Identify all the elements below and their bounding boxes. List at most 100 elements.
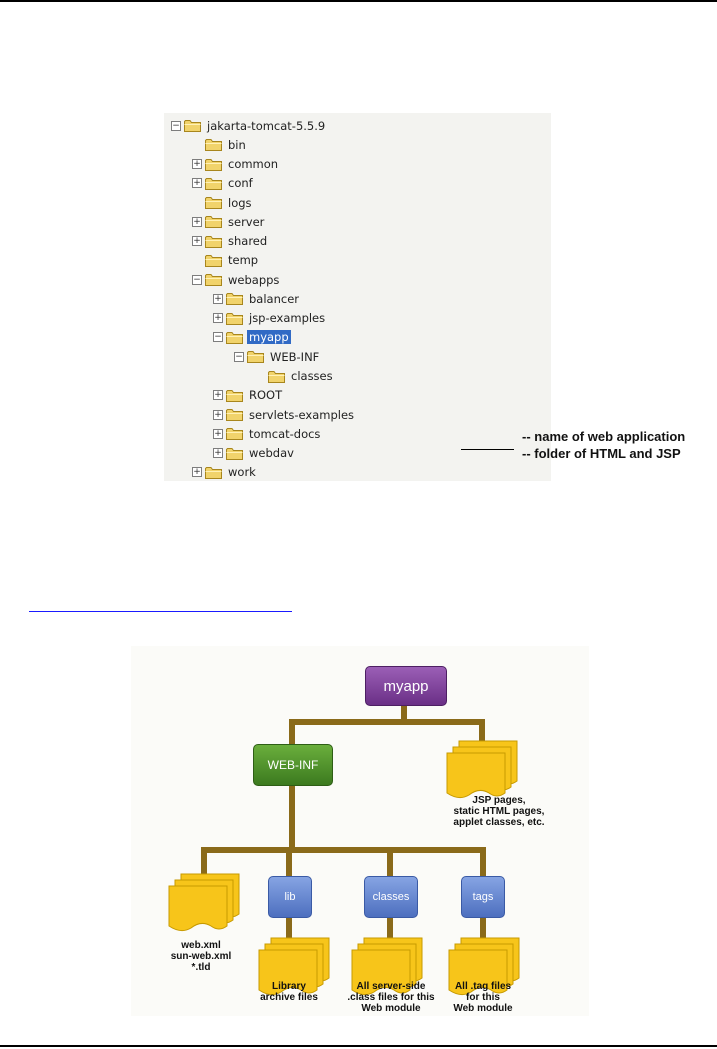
collapse-icon[interactable]: −: [213, 332, 223, 343]
folder-icon: [205, 254, 222, 267]
tags-node-label: tags: [472, 891, 494, 903]
tree-item[interactable]: + shared: [192, 233, 269, 250]
tree-item-label: shared: [228, 234, 268, 249]
folder-icon: [205, 273, 222, 287]
classes-node: classes: [364, 876, 418, 918]
expand-icon[interactable]: +: [213, 390, 223, 401]
folder-icon: [205, 177, 222, 190]
tags-node: tags: [461, 876, 505, 918]
collapse-icon[interactable]: −: [234, 351, 244, 362]
tree-item[interactable]: + tomcat-docs: [213, 425, 322, 442]
callout-line: [461, 449, 514, 450]
web-inf-node-label: WEB-INF: [267, 758, 319, 772]
tree-item-label: work: [228, 465, 256, 480]
tree-item-label: webapps: [228, 272, 280, 287]
folder-icon: [205, 196, 222, 210]
expand-icon[interactable]: +: [213, 313, 223, 324]
class-files-caption: All server-side .class files for this We…: [347, 981, 435, 1014]
expand-icon[interactable]: +: [192, 178, 202, 189]
folder-icon: [268, 370, 285, 383]
expand-icon[interactable]: +: [192, 159, 202, 170]
tag-files-icon: [448, 937, 520, 996]
lib-node: lib: [268, 876, 312, 918]
folder-icon: [205, 138, 222, 152]
tree-item-label: logs: [228, 195, 252, 210]
tree-item[interactable]: − WEB-INF: [234, 348, 321, 365]
tree-item[interactable]: + conf: [192, 175, 255, 192]
tree-item[interactable]: − webapps: [192, 271, 281, 288]
expand-icon[interactable]: +: [213, 409, 223, 420]
classes-node-label: classes: [372, 891, 410, 903]
tree-item[interactable]: bin: [192, 136, 248, 153]
tree-item-label: common: [228, 157, 279, 172]
tree-item[interactable]: temp: [192, 252, 260, 269]
myapp-node: myapp: [365, 666, 447, 706]
tree-item[interactable]: classes: [255, 368, 335, 385]
tree-item[interactable]: − jakarta-tomcat-5.5.9: [171, 117, 327, 134]
folder-icon: [226, 447, 243, 460]
tree-item-label: jsp-examples: [249, 311, 326, 326]
tree-item-label: server: [228, 214, 265, 229]
tree-item[interactable]: logs: [192, 194, 254, 211]
tree-item-label: classes: [291, 369, 333, 383]
jsp-files-icon: [446, 740, 518, 799]
tree-item-label: servlets-examples: [249, 407, 355, 422]
tree-item[interactable]: + common: [192, 156, 280, 173]
tree-item[interactable]: + jsp-examples: [213, 310, 327, 327]
web-inf-node: WEB-INF: [253, 744, 333, 786]
folder-icon: [205, 215, 222, 229]
reference-link-underline[interactable]: [29, 611, 292, 612]
folder-icon: [247, 350, 264, 364]
tree-item-label: bin: [228, 137, 246, 152]
web-xml-caption: web.xml sun-web.xml *.tld: [170, 940, 232, 973]
top-rule: [0, 0, 717, 2]
bottom-rule: [0, 1045, 717, 1047]
callout-name-of-web-application: -- name of web application: [522, 429, 686, 444]
tree-item[interactable]: + server: [192, 213, 266, 230]
folder-icon: [205, 158, 222, 171]
tree-item-label: ROOT: [249, 388, 283, 403]
tree-item-label: tomcat-docs: [249, 426, 321, 441]
expand-icon[interactable]: +: [213, 293, 223, 304]
expand-icon[interactable]: +: [192, 467, 202, 478]
collapse-icon[interactable]: −: [192, 274, 202, 285]
expand-icon[interactable]: +: [192, 216, 202, 227]
diagram-connectors: [168, 701, 520, 996]
callout-folder-of-html-and-jsp: -- folder of HTML and JSP: [522, 446, 681, 461]
folder-icon: [226, 427, 243, 441]
tree-item[interactable]: + ROOT: [213, 387, 284, 404]
tree-item[interactable]: + balancer: [213, 290, 301, 307]
folder-icon: [226, 389, 243, 402]
tree-item-label: WEB-INF: [270, 349, 320, 364]
tree-item[interactable]: + work: [192, 464, 258, 481]
tree-item[interactable]: − myapp: [213, 329, 291, 346]
tree-item-label: temp: [228, 253, 259, 268]
collapse-icon[interactable]: −: [171, 120, 181, 131]
tree-item[interactable]: + servlets-examples: [213, 406, 356, 423]
expand-icon[interactable]: +: [192, 236, 202, 247]
web-xml-files-icon: [168, 873, 240, 932]
tag-files-caption: All .tag files for this Web module: [453, 981, 513, 1014]
folder-icon: [205, 466, 222, 479]
folder-icon: [205, 235, 222, 248]
tree-item-label: webdav: [249, 446, 294, 461]
tomcat-directory-tree: − jakarta-tomcat-5.5.9 bin + common + conf logs…: [164, 113, 685, 481]
class-files-icon: [351, 937, 423, 996]
tree-item-label: conf: [228, 176, 253, 191]
folder-icon: [226, 292, 243, 306]
expand-icon[interactable]: +: [213, 428, 223, 439]
myapp-node-label: myapp: [383, 677, 429, 695]
folder-icon: [226, 408, 243, 422]
tree-item-label: myapp: [247, 330, 291, 345]
folder-icon: [226, 312, 243, 325]
jsp-pages-caption: JSP pages, static HTML pages, applet cla…: [453, 795, 545, 828]
lib-node-label: lib: [284, 891, 296, 903]
library-caption: Library archive files: [260, 981, 318, 1003]
expand-icon[interactable]: +: [213, 448, 223, 459]
tree-item-label: balancer: [249, 291, 300, 306]
folder-icon: [226, 331, 243, 344]
tree-item[interactable]: + webdav: [213, 445, 296, 462]
web-module-structure-diagram: myapp WEB-INF lib classes tags JSP pages…: [131, 646, 589, 1016]
folder-icon: [184, 119, 201, 132]
tree-item-label: jakarta-tomcat-5.5.9: [207, 118, 326, 133]
